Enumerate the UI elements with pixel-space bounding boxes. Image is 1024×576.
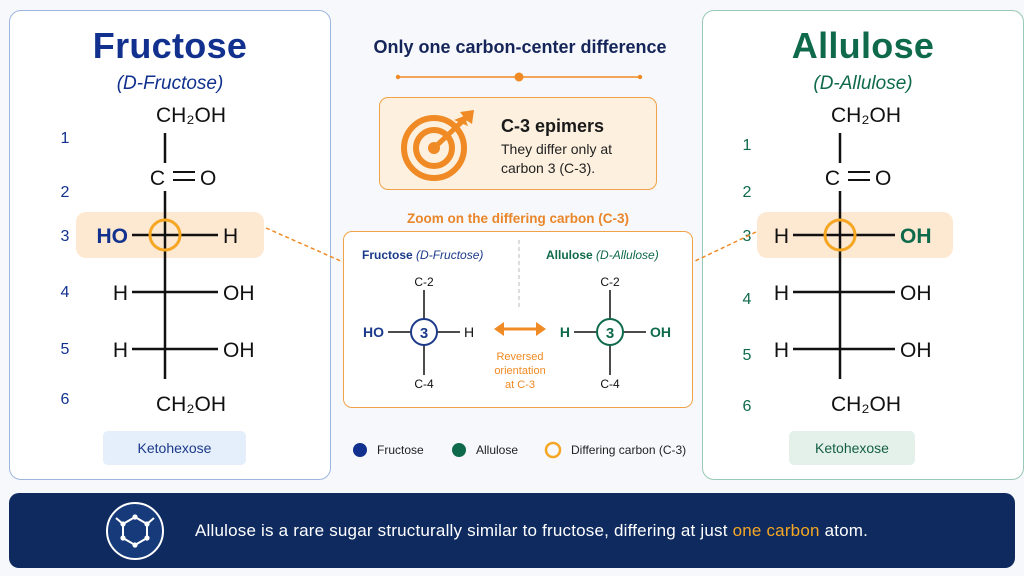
carbonyl-oxygen: O: [875, 167, 891, 190]
fructose-legend-dot: [353, 443, 367, 457]
fructose-c3-node: [410, 318, 438, 346]
allulose-c3-node: [596, 318, 624, 346]
differing-ring-legend: [544, 441, 562, 459]
epimer-callout: C-3 epimers They differ only at carbon 3…: [379, 97, 657, 190]
carbonyl-carbon: C: [150, 167, 165, 190]
zoom-fructose-sub: (D-Fructose): [416, 248, 484, 262]
c5-right-group: OH: [223, 339, 255, 362]
c1-label: CH₂OH: [831, 104, 901, 127]
carbonyl-oxygen: O: [200, 167, 216, 190]
reversed-line-2: orientation: [494, 365, 545, 377]
c6-label: CH₂OH: [156, 393, 226, 416]
zoom-heading: Zoom on the differing carbon (C-3): [407, 211, 629, 226]
carbon-number-5: 5: [743, 347, 752, 364]
epimer-title: C-3 epimers: [501, 116, 605, 136]
allulose-panel: Allulose (D-Allulose) CH₂OH C O H OH H O…: [702, 10, 1024, 480]
allulose-zoom-oh: OH: [650, 324, 671, 340]
legend: Fructose Allulose Differing carbon (C-3): [352, 441, 697, 461]
carbon-number-6: 6: [743, 398, 752, 415]
footer-text-after: atom.: [819, 521, 869, 540]
allulose-class-chip: Ketohexose: [789, 431, 915, 465]
fructose-zoom-h: H: [464, 324, 474, 340]
carbon-number-3: 3: [61, 228, 70, 245]
c3-left-group: HO: [97, 225, 129, 248]
differing-carbon-ring: [148, 218, 182, 252]
c5-right-group: OH: [900, 339, 932, 362]
zoom-allulose-name: Allulose: [546, 248, 593, 262]
allulose-title: Allulose: [791, 25, 935, 66]
carbon-number-2: 2: [61, 184, 70, 201]
center-heading: Only one carbon-center difference: [373, 37, 667, 57]
zoom-fructose-name: Fructose: [362, 248, 413, 262]
carbon-number-5: 5: [61, 341, 70, 358]
fructose-class-chip: Ketohexose: [103, 431, 246, 465]
c1-label: CH₂OH: [156, 104, 226, 127]
carbon-number-6: 6: [61, 391, 70, 408]
fructose-panel: Fructose (D-Fructose) CH₂OH C O HO H H O…: [9, 10, 331, 480]
legend-fructose: Fructose: [377, 443, 424, 457]
fructose-title: Fructose: [92, 25, 248, 66]
c4-right-group: OH: [223, 282, 255, 305]
zoom-allulose-sub: (D-Allulose): [596, 248, 659, 262]
fructose-zoom-ho: HO: [363, 324, 384, 340]
legend-allulose: Allulose: [476, 443, 519, 457]
carbon-number-4: 4: [61, 284, 70, 301]
reversed-line-1: Reversed: [496, 351, 543, 363]
c6-label: CH₂OH: [831, 393, 901, 416]
reversed-line-3: at C-3: [505, 379, 535, 391]
c4-left-group: H: [774, 282, 789, 305]
footer-banner: Allulose is a rare sugar structurally si…: [9, 493, 1015, 568]
footer-highlight: one carbon: [732, 521, 820, 540]
c3-right-group: OH: [900, 225, 932, 248]
allulose-fischer-projection: CH₂OH C O H OH H OH H OH CH₂OH 1 2 3 4 5…: [743, 104, 953, 416]
c3-right-group: H: [223, 225, 238, 248]
molecule-icon: [106, 502, 164, 560]
fructose-fischer-projection: CH₂OH C O HO H H OH H OH CH₂OH 1 2 3 4 5…: [61, 104, 264, 416]
fructose-c3-number: 3: [420, 325, 428, 342]
allulose-bottom-label: C-4: [600, 377, 620, 391]
allulose-zoom-h: H: [560, 324, 570, 340]
epimer-description: They differ only at carbon 3 (C-3).: [501, 141, 613, 176]
fructose-subtitle: (D-Fructose): [116, 73, 224, 94]
allulose-legend-dot: [452, 443, 466, 457]
zoom-panel: Fructose (D-Fructose) Allulose (D-Allulo…: [343, 231, 693, 408]
allulose-subtitle: (D-Allulose): [813, 73, 913, 94]
legend-differing-carbon: Differing carbon (C-3): [571, 443, 687, 457]
allulose-top-label: C-2: [600, 275, 620, 289]
carbon-number-4: 4: [743, 291, 752, 308]
c4-right-group: OH: [900, 282, 932, 305]
differing-carbon-ring: [823, 218, 857, 252]
allulose-c3-number: 3: [606, 325, 614, 342]
c3-left-group: H: [774, 225, 789, 248]
footer-message: Allulose is a rare sugar structurally si…: [195, 521, 868, 541]
carbon-number-1: 1: [743, 137, 752, 154]
double-arrow-icon: [494, 322, 546, 336]
zoom-diagram: 3 C-2 C-4 HO H Reversed orientation at C…: [363, 240, 671, 391]
c5-left-group: H: [774, 339, 789, 362]
footer-text-before: Allulose is a rare sugar structurally si…: [195, 521, 733, 540]
fructose-top-label: C-2: [414, 275, 434, 289]
carbon-number-2: 2: [743, 184, 752, 201]
carbon-number-1: 1: [61, 130, 70, 147]
zoom-allulose-heading: Allulose (D-Allulose): [546, 248, 659, 262]
target-arrow-icon: [401, 110, 474, 181]
c4-left-group: H: [113, 282, 128, 305]
carbonyl-carbon: C: [825, 167, 840, 190]
c5-left-group: H: [113, 339, 128, 362]
fructose-bottom-label: C-4: [414, 377, 434, 391]
zoom-fructose-heading: Fructose (D-Fructose): [362, 248, 483, 262]
